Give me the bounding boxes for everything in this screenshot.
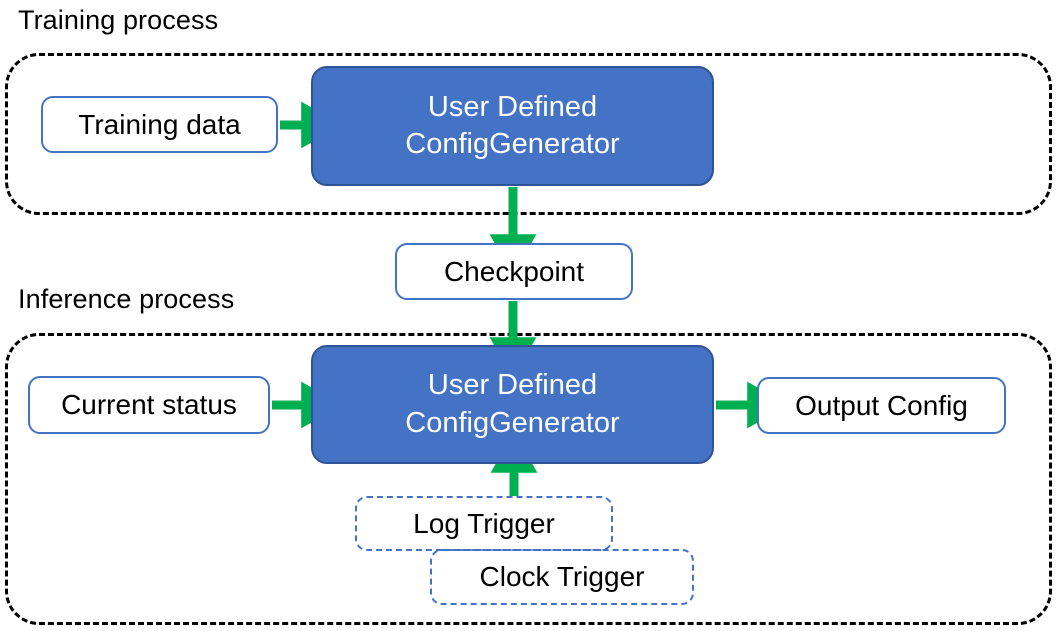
node-train-generator-label-line1: User Defined <box>427 90 598 123</box>
training-process-container <box>5 53 1052 215</box>
node-training-data-label: Training data <box>78 108 241 140</box>
node-inference-user-defined-configgenerator[interactable]: User Defined ConfigGenerator <box>311 345 714 464</box>
node-train-user-defined-configgenerator[interactable]: User Defined ConfigGenerator <box>311 66 714 186</box>
node-current-status-label: Current status <box>61 389 237 420</box>
group-label-inference-process: Inference process <box>18 284 235 314</box>
node-log-trigger[interactable]: Log Trigger <box>355 496 613 551</box>
node-output-config[interactable]: Output Config <box>757 377 1006 434</box>
group-label-training-process: Training process <box>18 5 219 35</box>
node-infer-generator-label-line1: User Defined <box>427 369 598 402</box>
node-output-config-label: Output Config <box>795 389 968 421</box>
node-infer-generator-label-line2: ConfigGenerator <box>405 406 620 439</box>
node-checkpoint-label: Checkpoint <box>443 255 585 287</box>
node-clock-trigger[interactable]: Clock Trigger <box>430 549 694 605</box>
inference-process-container <box>5 333 1052 625</box>
node-log-trigger-label: Log Trigger <box>413 507 555 539</box>
node-train-generator-label-line2: ConfigGenerator <box>405 128 620 160</box>
node-training-data[interactable]: Training data <box>41 96 278 153</box>
node-current-status[interactable]: Current status <box>28 376 270 434</box>
node-checkpoint[interactable]: Checkpoint <box>395 243 633 300</box>
node-clock-trigger-label: Clock Trigger <box>479 561 645 592</box>
